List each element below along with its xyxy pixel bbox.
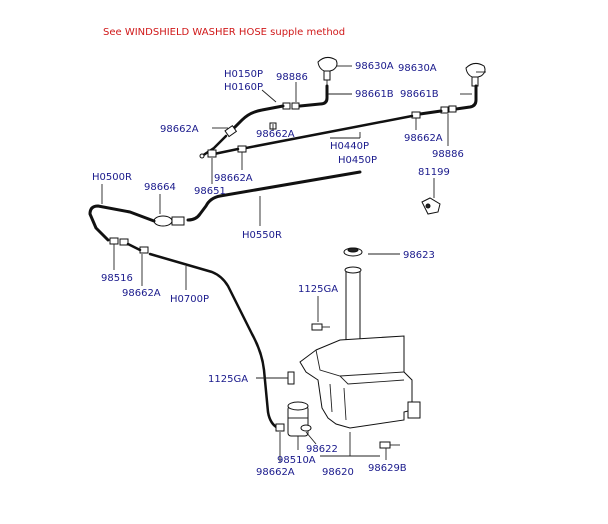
label-1125GA-2[interactable]: 1125GA (208, 374, 248, 385)
label-H0550R[interactable]: H0550R (242, 230, 282, 241)
supple-method-note[interactable]: See WINDSHIELD WASHER HOSE supple method (103, 27, 345, 38)
hose-stub-left (200, 134, 228, 158)
grommet-98622 (300, 424, 312, 432)
label-98886-1[interactable]: 98886 (276, 72, 308, 83)
label-H0700P[interactable]: H0700P (170, 294, 209, 305)
label-98662A-4[interactable]: 98662A (214, 173, 253, 184)
label-98623[interactable]: 98623 (403, 250, 435, 261)
clip-98662A-a (224, 124, 238, 138)
connector-98886-left (282, 102, 300, 110)
label-98630A-2[interactable]: 98630A (398, 63, 437, 74)
hose-H0440P (244, 114, 414, 150)
label-98630A-1[interactable]: 98630A (355, 61, 394, 72)
leader-lines (101, 65, 486, 462)
label-98516[interactable]: 98516 (101, 273, 133, 284)
clip-98662A-e (275, 423, 285, 432)
label-1125GA-1[interactable]: 1125GA (298, 284, 338, 295)
check-valve-98664 (153, 215, 185, 227)
hose-98661B-right (454, 84, 478, 111)
bolt-1125GA-upper (311, 323, 330, 331)
washer-nozzle-left (317, 56, 338, 86)
label-98662A-2[interactable]: 98662A (256, 129, 295, 140)
clip-98662A-b (411, 111, 421, 119)
label-H0450P[interactable]: H0450P (338, 155, 377, 166)
hose-H0500R (88, 204, 156, 242)
tee-joint-98651 (207, 147, 240, 158)
label-98662A-6[interactable]: 98662A (256, 467, 295, 478)
label-98661B-1[interactable]: 98661B (355, 89, 394, 100)
label-98661B-2[interactable]: 98661B (400, 89, 439, 100)
label-H0160P[interactable]: H0160P (224, 82, 263, 93)
grommet-81199 (421, 197, 441, 215)
label-98662A-3[interactable]: 98662A (404, 133, 443, 144)
label-H0150P[interactable]: H0150P (224, 69, 263, 80)
label-98662A-5[interactable]: 98662A (122, 288, 161, 299)
hose-H0700P (148, 252, 280, 430)
hose-link (126, 242, 142, 252)
label-98629B[interactable]: 98629B (368, 463, 407, 474)
washer-nozzle-right (465, 62, 486, 87)
hose-H0150P (230, 104, 285, 132)
label-98510A[interactable]: 98510A (277, 455, 316, 466)
label-98664[interactable]: 98664 (144, 182, 176, 193)
label-98620[interactable]: 98620 (322, 467, 354, 478)
hose-H0550R (186, 170, 362, 222)
label-H0440P[interactable]: H0440P (330, 141, 369, 152)
bolt-98629B (379, 441, 400, 449)
bolt-1125GA-lower (287, 371, 295, 385)
label-98662A-1[interactable]: 98662A (160, 124, 199, 135)
hose-segment-right (418, 109, 443, 116)
hose-98661B-left (298, 84, 329, 108)
label-98651[interactable]: 98651 (194, 186, 226, 197)
connector-98886-right (440, 105, 457, 114)
washer-reservoir-98620 (299, 247, 421, 429)
label-98622[interactable]: 98622 (306, 444, 338, 455)
label-98886-2[interactable]: 98886 (432, 149, 464, 160)
label-H0500R[interactable]: H0500R (92, 172, 132, 183)
label-81199[interactable]: 81199 (418, 167, 450, 178)
